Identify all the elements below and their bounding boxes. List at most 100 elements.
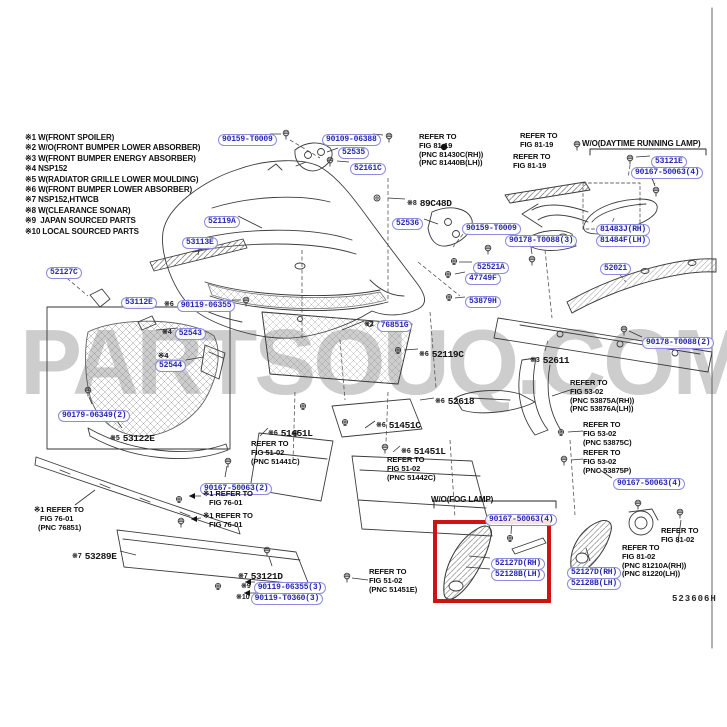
note-fig81-02-b: REFER TO FIG 81-02 (PNC 81210A(RH)) (PNC… (622, 543, 686, 581)
part-qualifier: ※6 (401, 448, 413, 455)
part-number-link[interactable]: 52127C (46, 267, 82, 279)
part-90119-06355[interactable]: ※6 90119-06355 (164, 294, 236, 312)
part-number-link[interactable]: 52536 (392, 218, 424, 230)
group-wo-fog-lamp: W/O(FOG LAMP) (431, 489, 493, 507)
part-90167-50063-4-fog[interactable]: 90167-50063(4) (485, 508, 558, 526)
part-number-link[interactable]: 53113E (182, 237, 218, 249)
note-qual-52544: ※4 (158, 345, 168, 363)
part-qualifier: ※3 (530, 357, 542, 364)
part-number-link[interactable]: 52119A (204, 216, 240, 228)
label-text: 51451L (413, 446, 446, 457)
part-qualifier: ※8 (407, 200, 419, 207)
note-fig81-19-b: REFER TO FIG 81-19 (520, 131, 558, 152)
part-52021[interactable]: 52021 (600, 257, 632, 275)
part-number-link[interactable]: 90167-50063(4) (613, 478, 686, 490)
part-53112e[interactable]: 53112E (121, 291, 157, 309)
part-52535[interactable]: 52535 (338, 141, 370, 159)
part-number-link[interactable]: 90109-06388 (322, 134, 381, 146)
part-number-link[interactable]: 90167-50063(2) (200, 483, 273, 495)
part-90179-06349-2[interactable]: 90179-06349(2) (58, 404, 131, 422)
part-90109-06388[interactable]: 90109-06388 (322, 128, 381, 146)
label-text: 52611 (542, 355, 570, 366)
part-90178-t0088-3[interactable]: 90178-T0088(3) (505, 229, 578, 247)
label-text: ※1 REFER TO FIG 76-01 (PNC 76851) (34, 505, 84, 532)
part-number-link[interactable]: 90179-06349(2) (58, 410, 131, 422)
note-fig53-02-b: REFER TO FIG 53-02 (PNC 53875C) (583, 420, 632, 450)
part-number-link[interactable]: 52021 (600, 263, 632, 275)
part-number-link[interactable]: 81484F(LH) (596, 235, 651, 247)
part-number-link[interactable]: 90159-T0009 (462, 223, 521, 235)
part-number-link[interactable]: 52544 (155, 360, 187, 372)
part-number-link[interactable]: 90178-T0088(3) (505, 235, 578, 247)
part-qualifier: ※10 (236, 594, 250, 601)
part-52161c[interactable]: 52161C (350, 157, 386, 175)
part-76851g[interactable]: ※2 76851G (364, 314, 413, 332)
part-90178-t0088-2[interactable]: 90178-T0088(2) (642, 331, 715, 349)
diagram-code: 523606H (672, 588, 717, 606)
legend-item: ※9 JAPAN SOURCED PARTS (25, 216, 136, 226)
label-text: 53289E (84, 551, 117, 562)
part-number-link[interactable]: 90119-06355 (176, 300, 236, 312)
part-number-link[interactable]: 53879H (465, 296, 501, 308)
legend-item: ※8 W(CLEARANCE SONAR) (25, 205, 131, 215)
part-number-link[interactable]: 47749F (465, 273, 501, 285)
part-number-link[interactable]: 90167-50063(4) (485, 514, 558, 526)
part-52128b-lh-b[interactable]: 52128B(LH) (567, 572, 622, 590)
note-fig53-02-c: REFER TO FIG 53-02 (PNC 53875P) (583, 448, 631, 478)
note-fig81-19-a: REFER TO FIG 81-19 (PNC 81430C(RH)) (PNC… (419, 132, 483, 170)
legend-item: ※6 W(FRONT BUMPER LOWER ABSORBER) (25, 185, 193, 195)
label-text: REFER TO FIG 53-02 (PNC 53875C) (583, 420, 632, 447)
part-90167-50063-4-c[interactable]: 90167-50063(4) (613, 472, 686, 490)
part-53121d: ※7 53121D (238, 566, 283, 584)
part-52127c[interactable]: 52127C (46, 261, 82, 279)
part-90167-50063-4-a[interactable]: 90167-50063(4) (631, 161, 704, 179)
part-number-link[interactable]: 52128B(LH) (491, 569, 546, 581)
part-52536[interactable]: 52536 (392, 212, 424, 230)
part-number-link[interactable]: 90178-T0088(2) (642, 337, 715, 349)
part-90167-50063-2[interactable]: 90167-50063(2) (200, 477, 273, 495)
part-number-link[interactable]: 90167-50063(4) (631, 167, 704, 179)
part-number-link[interactable]: 53112E (121, 297, 157, 309)
part-number-link[interactable]: 52535 (338, 147, 370, 159)
part-90159-t0009-b[interactable]: 90159-T0009 (462, 217, 521, 235)
note-fig51-02-c: REFER TO FIG 51-02 (PNC 51451E) (369, 567, 417, 597)
part-89c48d: ※8 89C48D (407, 193, 452, 211)
part-47749f[interactable]: 47749F (465, 267, 501, 285)
note-fig51-02-b: REFER TO FIG 51-02 (PNC 51442C) (387, 455, 436, 485)
part-number-link[interactable]: 90159-T0009 (218, 134, 277, 146)
part-52128b-lh-a[interactable]: 52128B(LH) (491, 563, 546, 581)
label-text: ※1 REFER TO FIG 76-01 (203, 489, 253, 507)
legend-item: ※3 W(FRONT BUMPER ENERGY ABSORBER) (25, 153, 196, 163)
label-text: 52119C (431, 349, 464, 360)
label-text: REFER TO FIG 53-02 (PNC 53875A(RH)) (PNC… (570, 378, 635, 414)
part-53879h[interactable]: 53879H (465, 290, 501, 308)
part-90159-t0009-a[interactable]: 90159-T0009 (218, 128, 277, 146)
label-text: 51451L (280, 428, 313, 439)
part-number-link[interactable]: 52543 (174, 328, 206, 340)
note-fig81-02-a: REFER TO FIG 81-02 (661, 526, 699, 547)
part-number-link[interactable]: 76851G (376, 320, 413, 332)
note-fig53-02-a: REFER TO FIG 53-02 (PNC 53875A(RH)) (PNC… (570, 378, 635, 416)
part-81484f-lh[interactable]: 81484F(LH) (596, 229, 651, 247)
note-fig51-02-a: REFER TO FIG 51-02 (PNC 51441C) (251, 439, 300, 469)
part-52543[interactable]: ※4 52543 (162, 322, 206, 340)
part-52119a[interactable]: 52119A (204, 210, 240, 228)
part-number-link[interactable]: 90119-T0360(3) (250, 593, 324, 605)
part-52544[interactable]: 52544 (155, 354, 187, 372)
part-number-link[interactable]: 52128B(LH) (567, 578, 622, 590)
part-53113e[interactable]: 53113E (182, 231, 218, 249)
label-text: 53122E (122, 433, 155, 444)
part-qualifier: ※6 (419, 351, 431, 358)
note-fig76-01-a: ※1 REFER TO FIG 76-01 (PNC 76851) (34, 505, 84, 535)
part-qualifier: ※7 (72, 553, 84, 560)
legend-item: ※5 W(RADIATOR GRILLE LOWER MOULDING) (25, 174, 199, 184)
legend-item: ※2 W/O(FRONT BUMPER LOWER ABSORBER) (25, 143, 201, 153)
label-text: REFER TO FIG 81-19 (513, 152, 551, 170)
part-qualifier: ※7 (238, 573, 250, 580)
part-qualifier: ※5 (110, 435, 122, 442)
part-number-link[interactable]: 52161C (350, 163, 386, 175)
